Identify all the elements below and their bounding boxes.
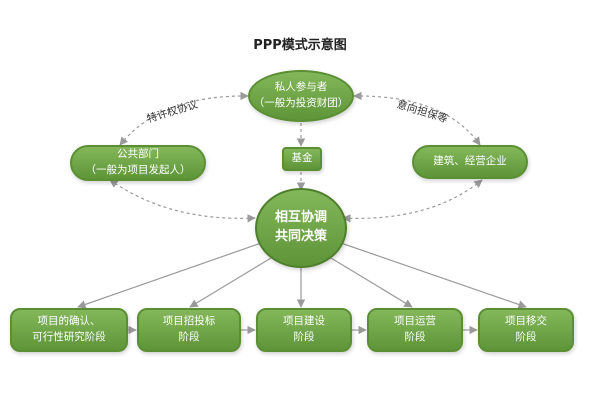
- phase-2-line2: 阶段: [178, 331, 200, 343]
- node-construction-line1: 建筑、经营企业: [433, 155, 507, 168]
- phase-1-line2: 可行性研究阶段: [32, 331, 106, 343]
- node-construction-enterprise: 建筑、经营企业: [412, 145, 528, 179]
- arc-public-private: [119, 91, 249, 146]
- node-private-line1: 私人参与者: [274, 81, 328, 94]
- phase-box-5: 项目移交 阶段: [478, 308, 574, 352]
- phase-box-4: 项目运营 阶段: [367, 308, 463, 352]
- phase-box-3: 项目建设 阶段: [256, 308, 352, 352]
- node-private-participant: 私人参与者 （一般为投资财团）: [248, 70, 354, 122]
- arrow-center-phase-1: [77, 241, 265, 309]
- phase-2-line1: 项目招投标: [162, 315, 216, 328]
- arc-private-construction: [353, 91, 481, 146]
- phase-3-line2: 阶段: [293, 331, 315, 343]
- node-fund: 基金: [282, 147, 322, 171]
- phase-3-line1: 项目建设: [283, 315, 325, 328]
- phase-5-line1: 项目移交: [505, 315, 547, 328]
- phase-4-line1: 项目运营: [394, 315, 436, 328]
- arc-construction-center: [342, 179, 483, 223]
- node-public-line2: （一般为项目发起人）: [85, 164, 191, 176]
- arc-public-center: [109, 179, 256, 223]
- node-fund-line1: 基金: [291, 152, 313, 165]
- arrow-center-phase-2: [189, 254, 277, 308]
- node-center-decision: 相互协调 共同决策: [255, 188, 347, 268]
- arrow-center-phase-5: [337, 241, 527, 309]
- phase-box-2: 项目招投标 阶段: [137, 308, 241, 352]
- node-public-line1: 公共部门: [117, 148, 159, 161]
- phase-5-line2: 阶段: [515, 331, 537, 343]
- phase-4-line2: 阶段: [404, 331, 426, 343]
- phase-1-line1: 项目的确认、: [37, 315, 101, 328]
- node-center-line2: 共同决策: [274, 229, 327, 244]
- arrow-center-phase-4: [325, 254, 413, 308]
- node-public-sector: 公共部门 （一般为项目发起人）: [70, 145, 206, 181]
- node-private-line2: （一般为投资财团）: [253, 97, 349, 109]
- phase-box-1: 项目的确认、 可行性研究阶段: [10, 308, 128, 352]
- node-center-line1: 相互协调: [274, 210, 327, 226]
- diagram-title: PPP模式示意图: [253, 38, 347, 53]
